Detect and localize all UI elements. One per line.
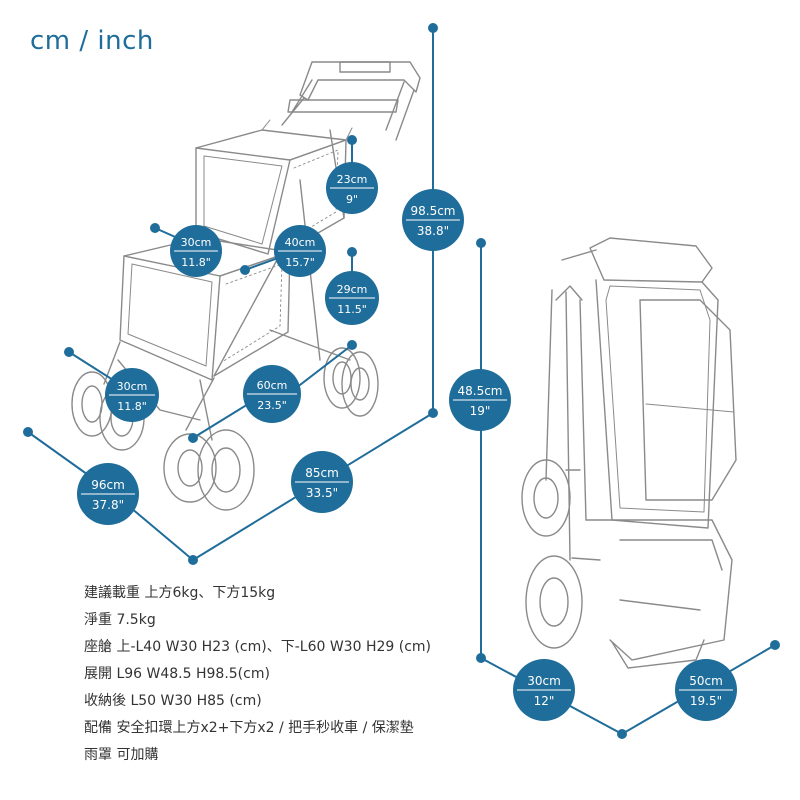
spec-line-accessories: 配備 安全扣環上方x2+下方x2 / 把手秒收車 / 保潔墊 <box>84 720 414 736</box>
spec-list: 建議載重 上方6kg、下方15kg 淨重 7.5kg 座艙 上-L40 W30 … <box>84 580 431 769</box>
badge-seat-lower-length: 60cm 23.5" <box>243 365 301 423</box>
spec-line-load: 建議載重 上方6kg、下方15kg <box>84 585 276 601</box>
badge-cm-value: 60cm <box>257 379 288 392</box>
folded-stroller-drawing <box>521 237 737 669</box>
badge-cm-value: 98.5cm <box>410 204 455 218</box>
badge-inch-value: 12" <box>534 694 555 708</box>
badge-cm-value: 40cm <box>285 236 316 249</box>
badge-inch-value: 11.8" <box>117 400 147 413</box>
spec-line-folded: 收納後 L50 W30 H85 (cm) <box>84 693 262 709</box>
badge-inch-value: 9" <box>346 193 358 206</box>
dimension-endpoints <box>23 23 780 739</box>
badge-inch-value: 38.8" <box>417 224 449 238</box>
badge-seat-upper-depth: 23cm 9" <box>326 162 378 214</box>
badge-cm-value: 29cm <box>337 283 368 296</box>
badge-inch-value: 19" <box>470 404 491 418</box>
badge-cm-value: 23cm <box>337 173 368 186</box>
spec-line-open: 展開 L96 W48.5 H98.5(cm) <box>84 666 270 682</box>
badge-folded-height: 85cm 33.5" <box>291 451 353 513</box>
badge-inch-value: 33.5" <box>306 486 338 500</box>
badge-cm-value: 30cm <box>527 674 561 688</box>
badge-open-length: 96cm 37.8" <box>77 463 139 525</box>
badge-open-width: 48.5cm 19" <box>449 369 511 431</box>
spec-line-raincover: 雨罩 可加購 <box>84 747 159 763</box>
badge-cm-value: 96cm <box>91 478 125 492</box>
badge-cm-value: 85cm <box>305 466 339 480</box>
badge-cm-value: 50cm <box>689 674 723 688</box>
badge-seat-upper-width: 30cm 11.8" <box>170 225 222 277</box>
spec-line-cabin: 座艙 上-L40 W30 H23 (cm)、下-L60 W30 H29 (cm) <box>84 639 431 655</box>
badge-inch-value: 37.8" <box>92 498 124 512</box>
badge-inch-value: 15.7" <box>285 256 315 269</box>
badge-cm-value: 48.5cm <box>457 384 502 398</box>
badge-inch-value: 19.5" <box>690 694 722 708</box>
badge-inch-value: 11.8" <box>181 256 211 269</box>
badge-seat-upper-length: 40cm 15.7" <box>274 225 326 277</box>
badge-folded-width: 30cm 12" <box>513 659 575 721</box>
badge-cm-value: 30cm <box>181 236 212 249</box>
spec-line-weight: 淨重 7.5kg <box>84 612 156 628</box>
badge-open-height: 98.5cm 38.8" <box>402 189 464 251</box>
badge-inch-value: 23.5" <box>257 399 287 412</box>
dimension-badges: 23cm 9" 30cm 11.8" 40cm 15.7" 29cm 11.5" 30cm 11.… <box>77 162 737 721</box>
badge-cm-value: 30cm <box>117 380 148 393</box>
badge-seat-lower-width: 30cm 11.8" <box>105 368 159 422</box>
badge-seat-lower-height: 29cm 11.5" <box>325 271 379 325</box>
badge-inch-value: 11.5" <box>337 303 367 316</box>
badge-folded-length: 50cm 19.5" <box>675 659 737 721</box>
unit-label: cm / inch <box>30 26 154 56</box>
